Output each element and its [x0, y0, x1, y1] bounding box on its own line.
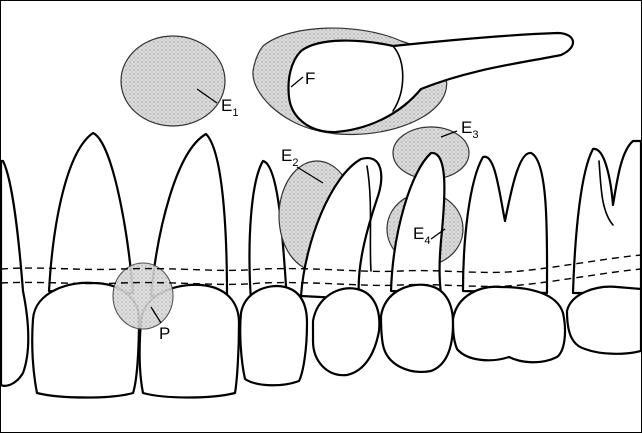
tooth-premolar-1-root [391, 153, 444, 293]
tooth-lateral-incisor-crown [240, 286, 307, 385]
lesion-e1 [121, 36, 225, 126]
label-p: P [159, 324, 170, 343]
impacted-tooth [289, 33, 573, 132]
tooth-premolar-1-crown [381, 285, 453, 372]
label-e1: E1 [221, 96, 238, 119]
lesion-p [113, 263, 173, 329]
tooth-left-partial [1, 161, 28, 386]
tooth-molar-crown [567, 287, 641, 354]
label-f: F [305, 69, 315, 88]
tooth-premolar-2-crown [453, 287, 565, 363]
label-e2: E2 [281, 146, 298, 169]
tooth-canine-crown [313, 288, 379, 375]
label-e3: E3 [461, 118, 478, 141]
